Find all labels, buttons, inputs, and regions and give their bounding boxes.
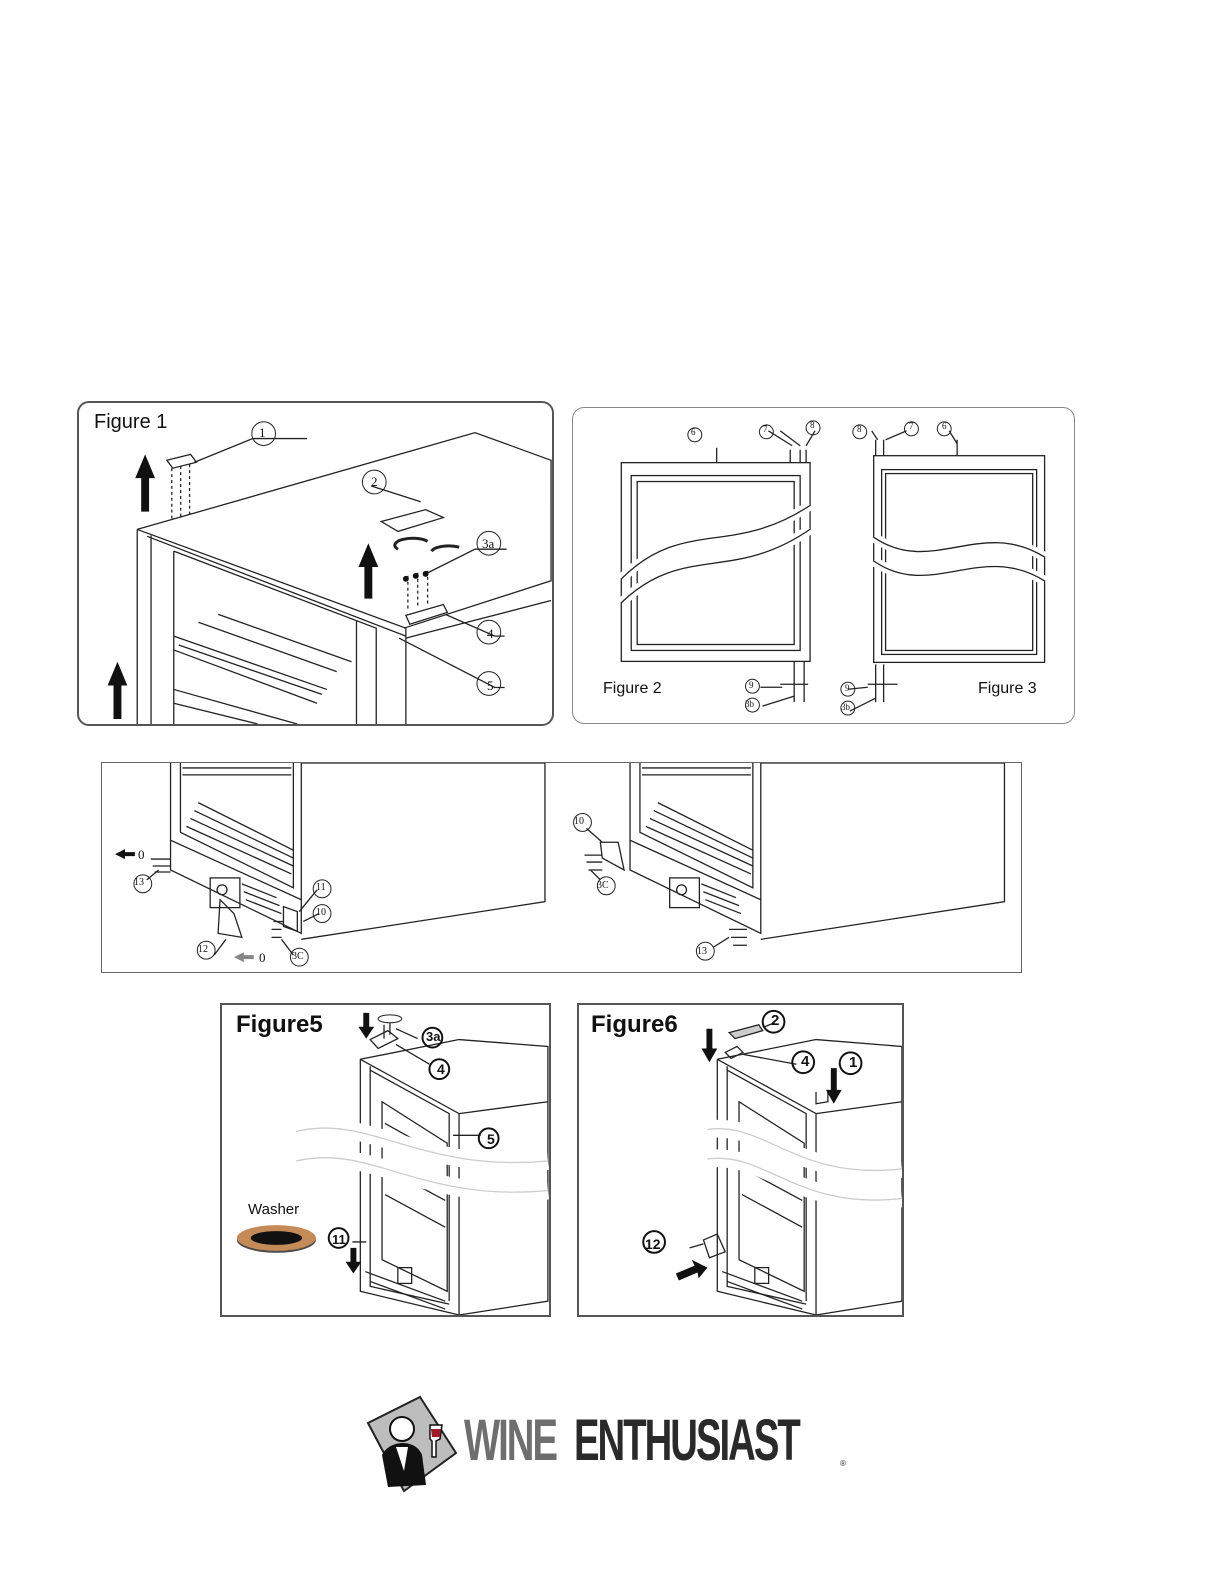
logo-word-wine: WINE bbox=[464, 1408, 558, 1473]
fig4-left-callout-3c: 3C bbox=[292, 951, 304, 962]
fig4-left-callout-10: 10 bbox=[316, 907, 326, 918]
wine-enthusiast-logo: WINE ENTHUSIAST ® bbox=[360, 1395, 850, 1495]
figure-3-title: Figure 3 bbox=[978, 680, 1037, 697]
callout-2: 2 bbox=[371, 474, 378, 489]
figure-5-drawing bbox=[236, 1012, 549, 1315]
fig3-callout-9: 9 bbox=[845, 683, 850, 693]
fig5-callout-11: 11 bbox=[332, 1232, 346, 1247]
fig2-callout-9: 9 bbox=[749, 680, 754, 690]
fig4-right-callout-13: 13 bbox=[697, 946, 707, 957]
fig6-callout-1: 1 bbox=[849, 1054, 858, 1071]
fig2-callout-7: 7 bbox=[763, 424, 768, 434]
callout-5: 5 bbox=[487, 678, 494, 693]
logo-word-enthusiast: ENTHUSIAST bbox=[574, 1408, 801, 1473]
fig2-callout-8: 8 bbox=[810, 420, 815, 430]
fig5-callout-5: 5 bbox=[487, 1131, 495, 1147]
fig6-callout-2: 2 bbox=[771, 1012, 780, 1029]
figure-2-title: Figure 2 bbox=[603, 680, 662, 697]
fig3-callout-3b: 3b bbox=[841, 702, 850, 712]
callout-1: 1 bbox=[259, 425, 266, 440]
sommelier-mascot-icon bbox=[366, 1395, 458, 1493]
figure-4-right-drawing bbox=[573, 763, 1006, 961]
figure-4-right-panel: 10 3C 13 bbox=[561, 762, 1022, 973]
fig5-callout-3a: 3a bbox=[426, 1029, 441, 1044]
fig4-left-callout-13: 13 bbox=[134, 877, 144, 888]
figure-4-left-drawing bbox=[115, 763, 546, 967]
figure-2-3-drawing bbox=[617, 420, 1048, 716]
figure-1-drawing bbox=[107, 421, 552, 724]
figure-4-left-panel: 13 11 10 12 3C 0 0 bbox=[101, 762, 562, 973]
fig4-right-callout-3c: 3C bbox=[597, 880, 609, 891]
figure-6-drawing bbox=[642, 1009, 902, 1315]
fig3-callout-6: 6 bbox=[942, 421, 947, 431]
washer-label: Washer bbox=[248, 1201, 300, 1218]
fig4-left-callout-12: 12 bbox=[198, 944, 208, 955]
fig3-callout-7: 7 bbox=[909, 421, 914, 431]
fig4-left-zero-1: 0 bbox=[138, 847, 145, 862]
callout-3a: 3a bbox=[482, 536, 495, 551]
figure-1-title: Figure 1 bbox=[94, 411, 168, 433]
fig6-callout-4: 4 bbox=[801, 1053, 810, 1070]
figure-6-title: Figure6 bbox=[591, 1011, 678, 1038]
fig6-callout-12: 12 bbox=[645, 1236, 661, 1252]
fig2-callout-6: 6 bbox=[691, 427, 696, 437]
fig4-left-callout-11: 11 bbox=[316, 882, 326, 893]
figure-1-panel: Figure 1 1 2 3a 4 5 bbox=[77, 401, 554, 726]
figure-6-panel: Figure6 2 4 1 12 bbox=[577, 1003, 904, 1317]
fig2-callout-3b: 3b bbox=[745, 699, 754, 709]
figure-2-3-panel: Figure 2 Figure 3 6 7 8 9 3b 8 7 6 9 3b bbox=[572, 407, 1075, 724]
figure-5-title: Figure5 bbox=[236, 1011, 323, 1038]
fig4-left-zero-2: 0 bbox=[259, 950, 266, 965]
fig5-callout-4: 4 bbox=[437, 1061, 445, 1077]
fig4-right-callout-10: 10 bbox=[574, 816, 584, 827]
fig3-callout-8: 8 bbox=[857, 424, 862, 434]
callout-4: 4 bbox=[487, 626, 494, 641]
registered-mark: ® bbox=[840, 1459, 846, 1468]
figure-5-panel: Figure5 3a 4 5 11 Washer bbox=[220, 1003, 551, 1317]
